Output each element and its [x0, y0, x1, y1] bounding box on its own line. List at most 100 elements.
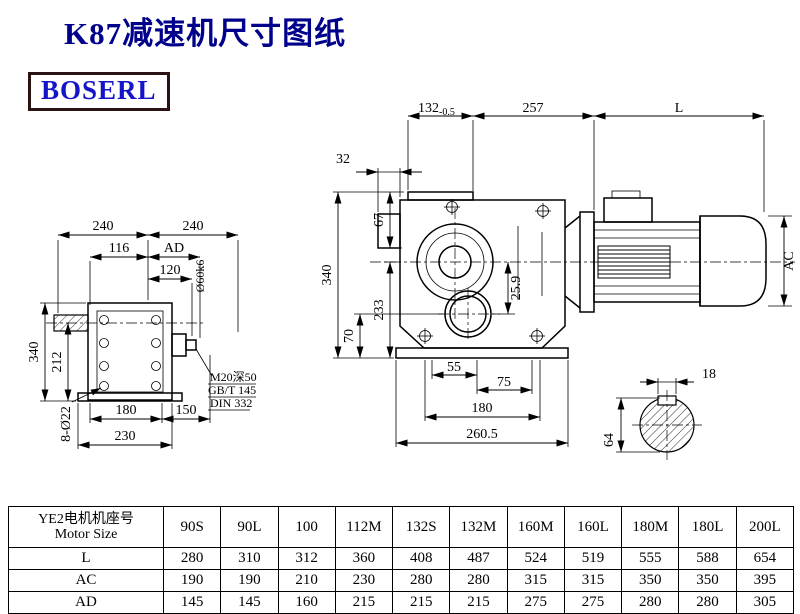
fan-cover — [699, 215, 767, 307]
shaft-section-view — [632, 390, 702, 460]
table-cell: 190 — [220, 569, 279, 592]
table-cell: 215 — [334, 591, 394, 614]
terminal-box — [603, 197, 653, 223]
dim-240-right: 240 — [183, 219, 204, 234]
row-label: AD — [8, 591, 164, 614]
table-cell: 305 — [735, 591, 795, 614]
flange-hole — [151, 381, 161, 391]
dim-8-o22: 8-Ø22 — [59, 406, 74, 442]
column-header: 180M — [621, 506, 680, 548]
table-row: AD 145 145 160 215 215 215 275 275 280 2… — [8, 591, 795, 614]
dim-AD: AD — [164, 241, 184, 256]
side-base — [77, 392, 183, 402]
input-stub — [171, 333, 187, 357]
dim-132: 132-0.5 — [418, 101, 455, 118]
brand-text: BOSERL — [41, 75, 157, 105]
flange-hole — [151, 315, 161, 325]
dim-AC: AC — [782, 251, 797, 270]
table-cell: 315 — [506, 569, 565, 592]
table-cell: 310 — [220, 547, 279, 570]
table-cell: 350 — [621, 569, 680, 592]
motor — [564, 190, 767, 313]
flange-hole — [99, 361, 109, 371]
table-row: L 280 310 312 360 408 487 524 519 555 58… — [8, 547, 795, 570]
column-header: 90S — [162, 506, 222, 548]
note-din332: DIN 332 — [210, 396, 252, 410]
table-cell: 588 — [678, 547, 737, 570]
front-view — [370, 191, 795, 359]
table-cell: 275 — [506, 591, 565, 614]
dim-257: 257 — [523, 101, 544, 116]
table-cell: 215 — [392, 591, 451, 614]
table-cell: 190 — [162, 569, 222, 592]
table-cell: 395 — [735, 569, 795, 592]
dim-180-front: 180 — [472, 401, 493, 416]
table-cell: 519 — [563, 547, 623, 570]
table-row: AC 190 190 210 230 280 280 315 315 350 3… — [8, 569, 795, 592]
table-cell: 487 — [449, 547, 508, 570]
housing-base — [395, 347, 569, 359]
dim-L: L — [675, 101, 684, 116]
table-cell: 145 — [162, 591, 222, 614]
motor-size-header-en: Motor Size — [54, 527, 118, 542]
bolt-hole — [535, 203, 551, 219]
motor-stator-section — [597, 245, 671, 279]
bolt-hole — [529, 328, 545, 344]
page-title: K87减速机尺寸图纸 — [64, 16, 347, 51]
row-label: L — [8, 547, 164, 570]
column-header: 90L — [220, 506, 279, 548]
dim-180-side: 180 — [116, 403, 137, 418]
dim-32: 32 — [336, 152, 350, 167]
table-cell: 210 — [277, 569, 336, 592]
table-cell: 230 — [334, 569, 394, 592]
column-header: 200L — [735, 506, 795, 548]
dim-18: 18 — [702, 367, 716, 382]
note-gbt145: GB/T 145 — [208, 383, 256, 397]
dim-212: 212 — [50, 352, 65, 373]
table-cell: 524 — [506, 547, 565, 570]
table-cell: 312 — [277, 547, 336, 570]
table-cell: 555 — [621, 547, 680, 570]
table-cell: 145 — [220, 591, 279, 614]
table-cell: 280 — [392, 569, 451, 592]
column-header: 132S — [392, 506, 451, 548]
table-cell: 360 — [334, 547, 394, 570]
row-label: AC — [8, 569, 164, 592]
input-stub-end — [185, 339, 197, 351]
table-cell: 654 — [735, 547, 795, 570]
brand-logo: BOSERL — [28, 72, 170, 111]
dim-25-9: 25.9 — [509, 276, 524, 301]
column-header: 100 — [277, 506, 336, 548]
table-cell: 408 — [392, 547, 451, 570]
flange-hole — [99, 338, 109, 348]
column-header: 180L — [678, 506, 737, 548]
bolt-hole — [444, 199, 460, 215]
column-header: 160L — [563, 506, 623, 548]
column-header: 132M — [449, 506, 508, 548]
side-body-inner — [96, 310, 164, 393]
terminal-box-lid — [611, 190, 641, 199]
note-m20: M20深50 — [210, 370, 257, 384]
table-cell: 280 — [621, 591, 680, 614]
dim-150: 150 — [176, 403, 197, 418]
dim-230: 230 — [115, 429, 136, 444]
table-cell: 350 — [678, 569, 737, 592]
table-cell: 215 — [449, 591, 508, 614]
table-cell: 280 — [678, 591, 737, 614]
table-cell: 275 — [563, 591, 623, 614]
dim-260-5: 260.5 — [466, 427, 498, 442]
front-dims: 132-0.5 257 L 32 67 233 340 70 25.9 — [320, 101, 797, 447]
dim-233: 233 — [372, 300, 387, 321]
dim-340-side: 340 — [27, 342, 42, 363]
dim-240-left: 240 — [93, 219, 114, 234]
bolt-hole — [417, 328, 433, 344]
dim-67: 67 — [372, 213, 387, 227]
dim-64: 64 — [602, 433, 617, 447]
dim-120: 120 — [160, 263, 181, 278]
dim-70: 70 — [342, 329, 357, 343]
side-dims: 240 240 116 AD 120 Ø60k6 340 212 8-Ø22 — [27, 219, 257, 449]
shaft-section-dims: 18 64 — [602, 367, 716, 453]
dim-340-front: 340 — [320, 265, 335, 286]
table-cell: 280 — [162, 547, 222, 570]
column-header: 160M — [506, 506, 565, 548]
